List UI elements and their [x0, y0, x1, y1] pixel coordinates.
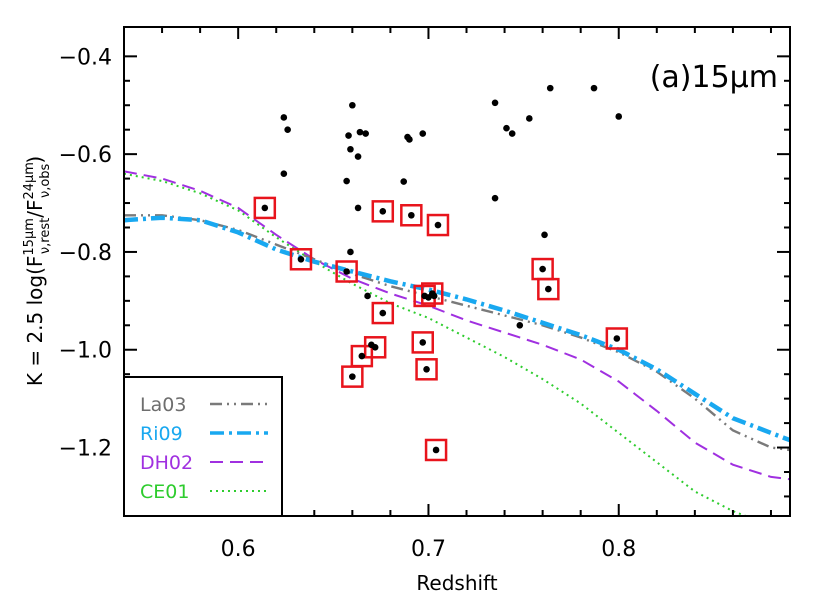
legend-label-ce01: CE01	[140, 481, 189, 503]
data-point	[434, 221, 442, 229]
y-axis-title-den-sub: ν,obs	[38, 163, 53, 198]
data-point	[419, 339, 427, 346]
plot-frame	[123, 26, 791, 517]
data-point	[613, 335, 621, 342]
x-axis-title: Redshift	[416, 571, 497, 595]
x-tick-label: 0.7	[411, 537, 446, 562]
y-axis-title-prefix: K = 2.5 log(F	[23, 256, 47, 387]
data-point	[297, 255, 305, 263]
data-point	[343, 177, 350, 185]
y-axis-title-num-sub: ν,rest	[38, 218, 53, 254]
highlight-box	[335, 260, 358, 283]
data-point	[347, 248, 354, 256]
y-axis-title-num-sup: 15μm	[22, 218, 37, 255]
data-point	[379, 208, 387, 215]
data-point	[358, 352, 366, 360]
y-tick-label: −1.2	[59, 437, 112, 462]
y-tick-label: −0.8	[59, 241, 112, 266]
data-point	[379, 309, 387, 317]
y-tick-label: −1.0	[59, 339, 112, 364]
data-points	[261, 84, 623, 454]
data-point	[545, 285, 552, 293]
y-axis-title: K = 2.5 log(F15μmν,rest/F24μmν,obs)	[22, 156, 53, 386]
data-point	[354, 204, 362, 212]
data-point	[362, 130, 369, 137]
legend-label-la03: La03	[140, 394, 186, 416]
data-point	[491, 194, 499, 202]
data-point	[539, 265, 546, 273]
highlight-box	[289, 248, 313, 271]
data-point	[508, 130, 516, 137]
data-point	[284, 126, 291, 133]
data-point	[590, 84, 598, 92]
axis-ticks	[123, 27, 790, 516]
data-point	[356, 128, 364, 136]
curve-dh02	[124, 170, 790, 481]
panel-label: (a)15μm	[650, 60, 778, 95]
y-axis-title-den-sup: 24μm	[22, 162, 37, 199]
data-point	[364, 292, 371, 300]
highlight-box	[341, 365, 364, 388]
data-point	[546, 84, 554, 92]
y-tick-label: −0.6	[59, 143, 112, 168]
data-point	[371, 343, 379, 351]
data-point	[428, 290, 436, 297]
y-axis-title-suffix: )	[23, 156, 47, 164]
data-point	[343, 268, 350, 275]
highlight-box	[371, 301, 395, 325]
highlight-box	[415, 358, 438, 381]
data-point	[408, 211, 415, 219]
data-point	[406, 136, 413, 143]
data-point	[280, 114, 288, 121]
highlight-box	[537, 277, 560, 301]
data-point	[261, 204, 269, 212]
legend-label-dh02: DH02	[140, 452, 193, 474]
data-point	[345, 132, 352, 139]
highlight-box	[400, 204, 423, 227]
curve-ri09	[124, 215, 790, 443]
data-point	[423, 366, 430, 373]
highlight-box	[605, 327, 629, 350]
tick-labels: 0.6 0.7 0.8 −0.4 −0.6 −0.8 −1.0 −1.2	[59, 45, 637, 562]
data-point	[419, 130, 427, 137]
highlight-box	[411, 331, 434, 354]
highlight-box	[424, 438, 448, 462]
data-point	[280, 170, 288, 177]
y-tick-label: −0.4	[59, 45, 112, 70]
highlight-boxes	[253, 196, 629, 462]
data-point	[421, 292, 428, 300]
highlight-box	[371, 200, 395, 223]
highlight-box	[421, 282, 444, 305]
data-point	[349, 373, 356, 380]
data-point	[526, 115, 533, 122]
model-curves	[124, 170, 790, 516]
data-point	[432, 446, 440, 454]
data-point	[516, 321, 524, 329]
data-point	[354, 153, 362, 160]
y-axis-title-mid: /F	[23, 200, 47, 218]
x-tick-label: 0.6	[221, 537, 256, 562]
data-point	[503, 124, 510, 132]
data-point	[615, 113, 623, 120]
data-point	[541, 231, 548, 239]
data-point	[400, 178, 408, 185]
legend-box	[123, 376, 283, 517]
highlight-box	[253, 196, 277, 220]
x-tick-label: 0.8	[601, 537, 636, 562]
data-point	[349, 101, 356, 109]
highlight-box	[426, 213, 450, 237]
legend-label-ri09: Ri09	[140, 423, 183, 445]
data-point	[491, 99, 499, 107]
data-point	[347, 145, 354, 153]
curve-ce01	[124, 172, 749, 516]
